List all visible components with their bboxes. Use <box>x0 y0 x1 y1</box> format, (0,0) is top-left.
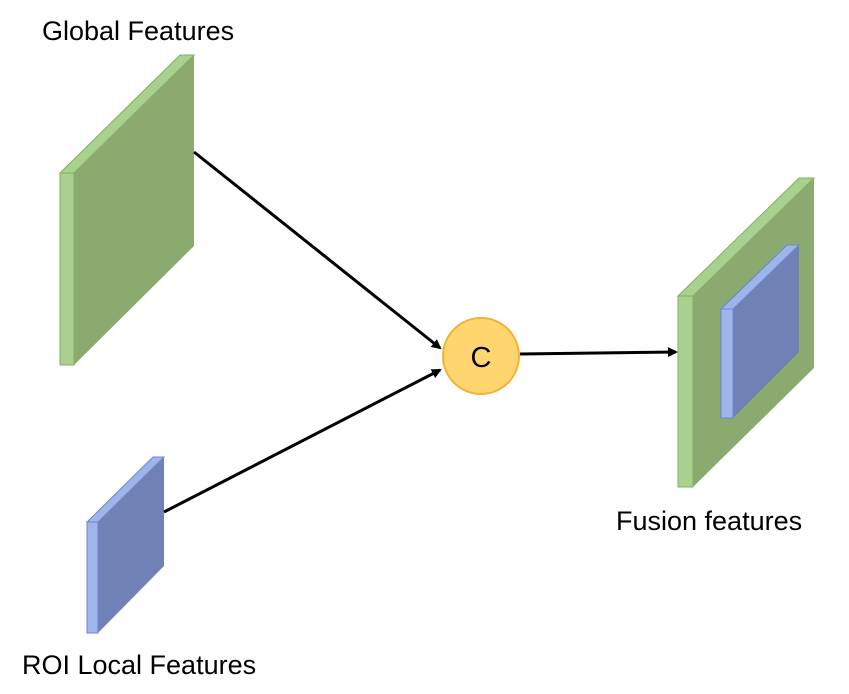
fusion-features-label: Fusion features <box>616 506 803 536</box>
fusion-features-block <box>676 177 816 488</box>
global-features-face <box>74 55 194 365</box>
roi-features-face <box>98 457 164 633</box>
global-features-label: Global Features <box>42 16 235 46</box>
fusion-green-edge <box>677 295 694 488</box>
global-features-block <box>58 54 196 366</box>
arrow-concat-to-fusion <box>519 347 678 358</box>
arrow-global-to-concat <box>193 150 442 350</box>
concat-symbol: C <box>471 342 492 374</box>
roi-features-edge <box>86 521 99 634</box>
fusion-green-top <box>676 177 816 297</box>
global-features-edge <box>59 172 75 366</box>
concat-node: C <box>442 317 520 395</box>
roi-features-top <box>85 456 166 523</box>
concat-circle <box>442 317 520 395</box>
arrow-roi-to-concat <box>163 368 442 514</box>
fusion-blue-edge <box>720 308 734 419</box>
fusion-blue-top <box>719 244 801 310</box>
roi-local-features-label: ROI Local Features <box>22 650 257 680</box>
global-features-top <box>58 54 196 174</box>
roi-local-features-block <box>85 456 166 634</box>
fusion-blue-face <box>733 245 799 418</box>
